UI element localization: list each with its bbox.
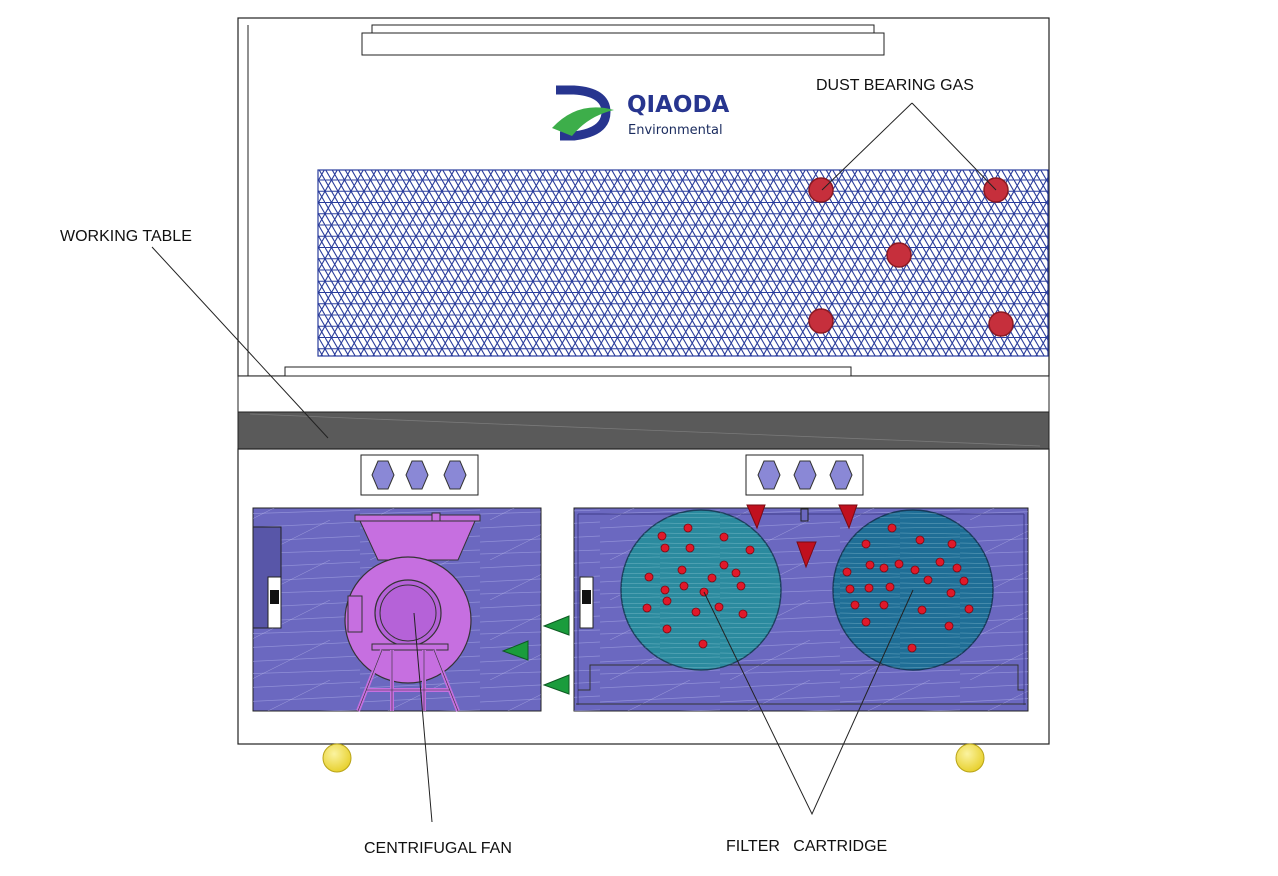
down-arrow-icon — [838, 504, 858, 530]
mesh-support-rail — [284, 366, 852, 377]
left-arrow-icon — [542, 615, 570, 636]
label-centrifugal-fan: CENTRIFUGAL FAN — [364, 840, 512, 857]
down-arrow-icon — [796, 541, 817, 569]
caster-wheel-right-icon — [955, 743, 985, 773]
fan-chamber — [252, 507, 542, 712]
trapped-dust-left — [642, 523, 755, 649]
logo-brand: QIAODA — [627, 92, 730, 118]
leader-lines — [151, 102, 997, 823]
qiaoda-logo: QIAODA Environmental — [552, 85, 730, 141]
label-working-table: WORKING TABLE — [60, 228, 192, 245]
top-light-fixture — [361, 32, 885, 56]
louver-vent-left — [360, 454, 479, 496]
hexagon-louver-icon — [371, 460, 395, 490]
dust-particle — [886, 242, 912, 268]
label-filter-cartridge: FILTER CARTRIDGE — [726, 838, 887, 855]
label-dust-bearing-gas: DUST BEARING GAS — [816, 77, 974, 94]
working-table — [237, 375, 1050, 450]
logo-leaf-icon — [552, 107, 614, 136]
latch-handle-icon — [579, 576, 594, 629]
left-arrow-icon — [501, 640, 529, 661]
dust-particle — [808, 177, 834, 203]
centrifugal-fan-icon — [344, 512, 481, 712]
logo-subtitle: Environmental — [628, 123, 723, 138]
hexagon-louver-icon — [793, 460, 817, 490]
trapped-dust-right — [842, 523, 974, 653]
dust-particle — [808, 308, 834, 334]
hexagon-louver-icon — [405, 460, 429, 490]
return-airflow-arrows — [501, 615, 570, 695]
filter-chamber — [573, 504, 1029, 712]
hexagon-louver-icon — [443, 460, 467, 490]
latch-handle-icon — [267, 576, 282, 629]
dust-particle — [988, 311, 1014, 337]
filter-mesh-grille — [317, 169, 1049, 357]
hexagon-louver-icon — [757, 460, 781, 490]
down-arrow-icon — [746, 504, 766, 530]
hexagon-louver-icon — [829, 460, 853, 490]
louver-vent-right — [745, 454, 864, 496]
left-arrow-icon — [542, 674, 570, 695]
caster-wheel-left-icon — [322, 743, 352, 773]
